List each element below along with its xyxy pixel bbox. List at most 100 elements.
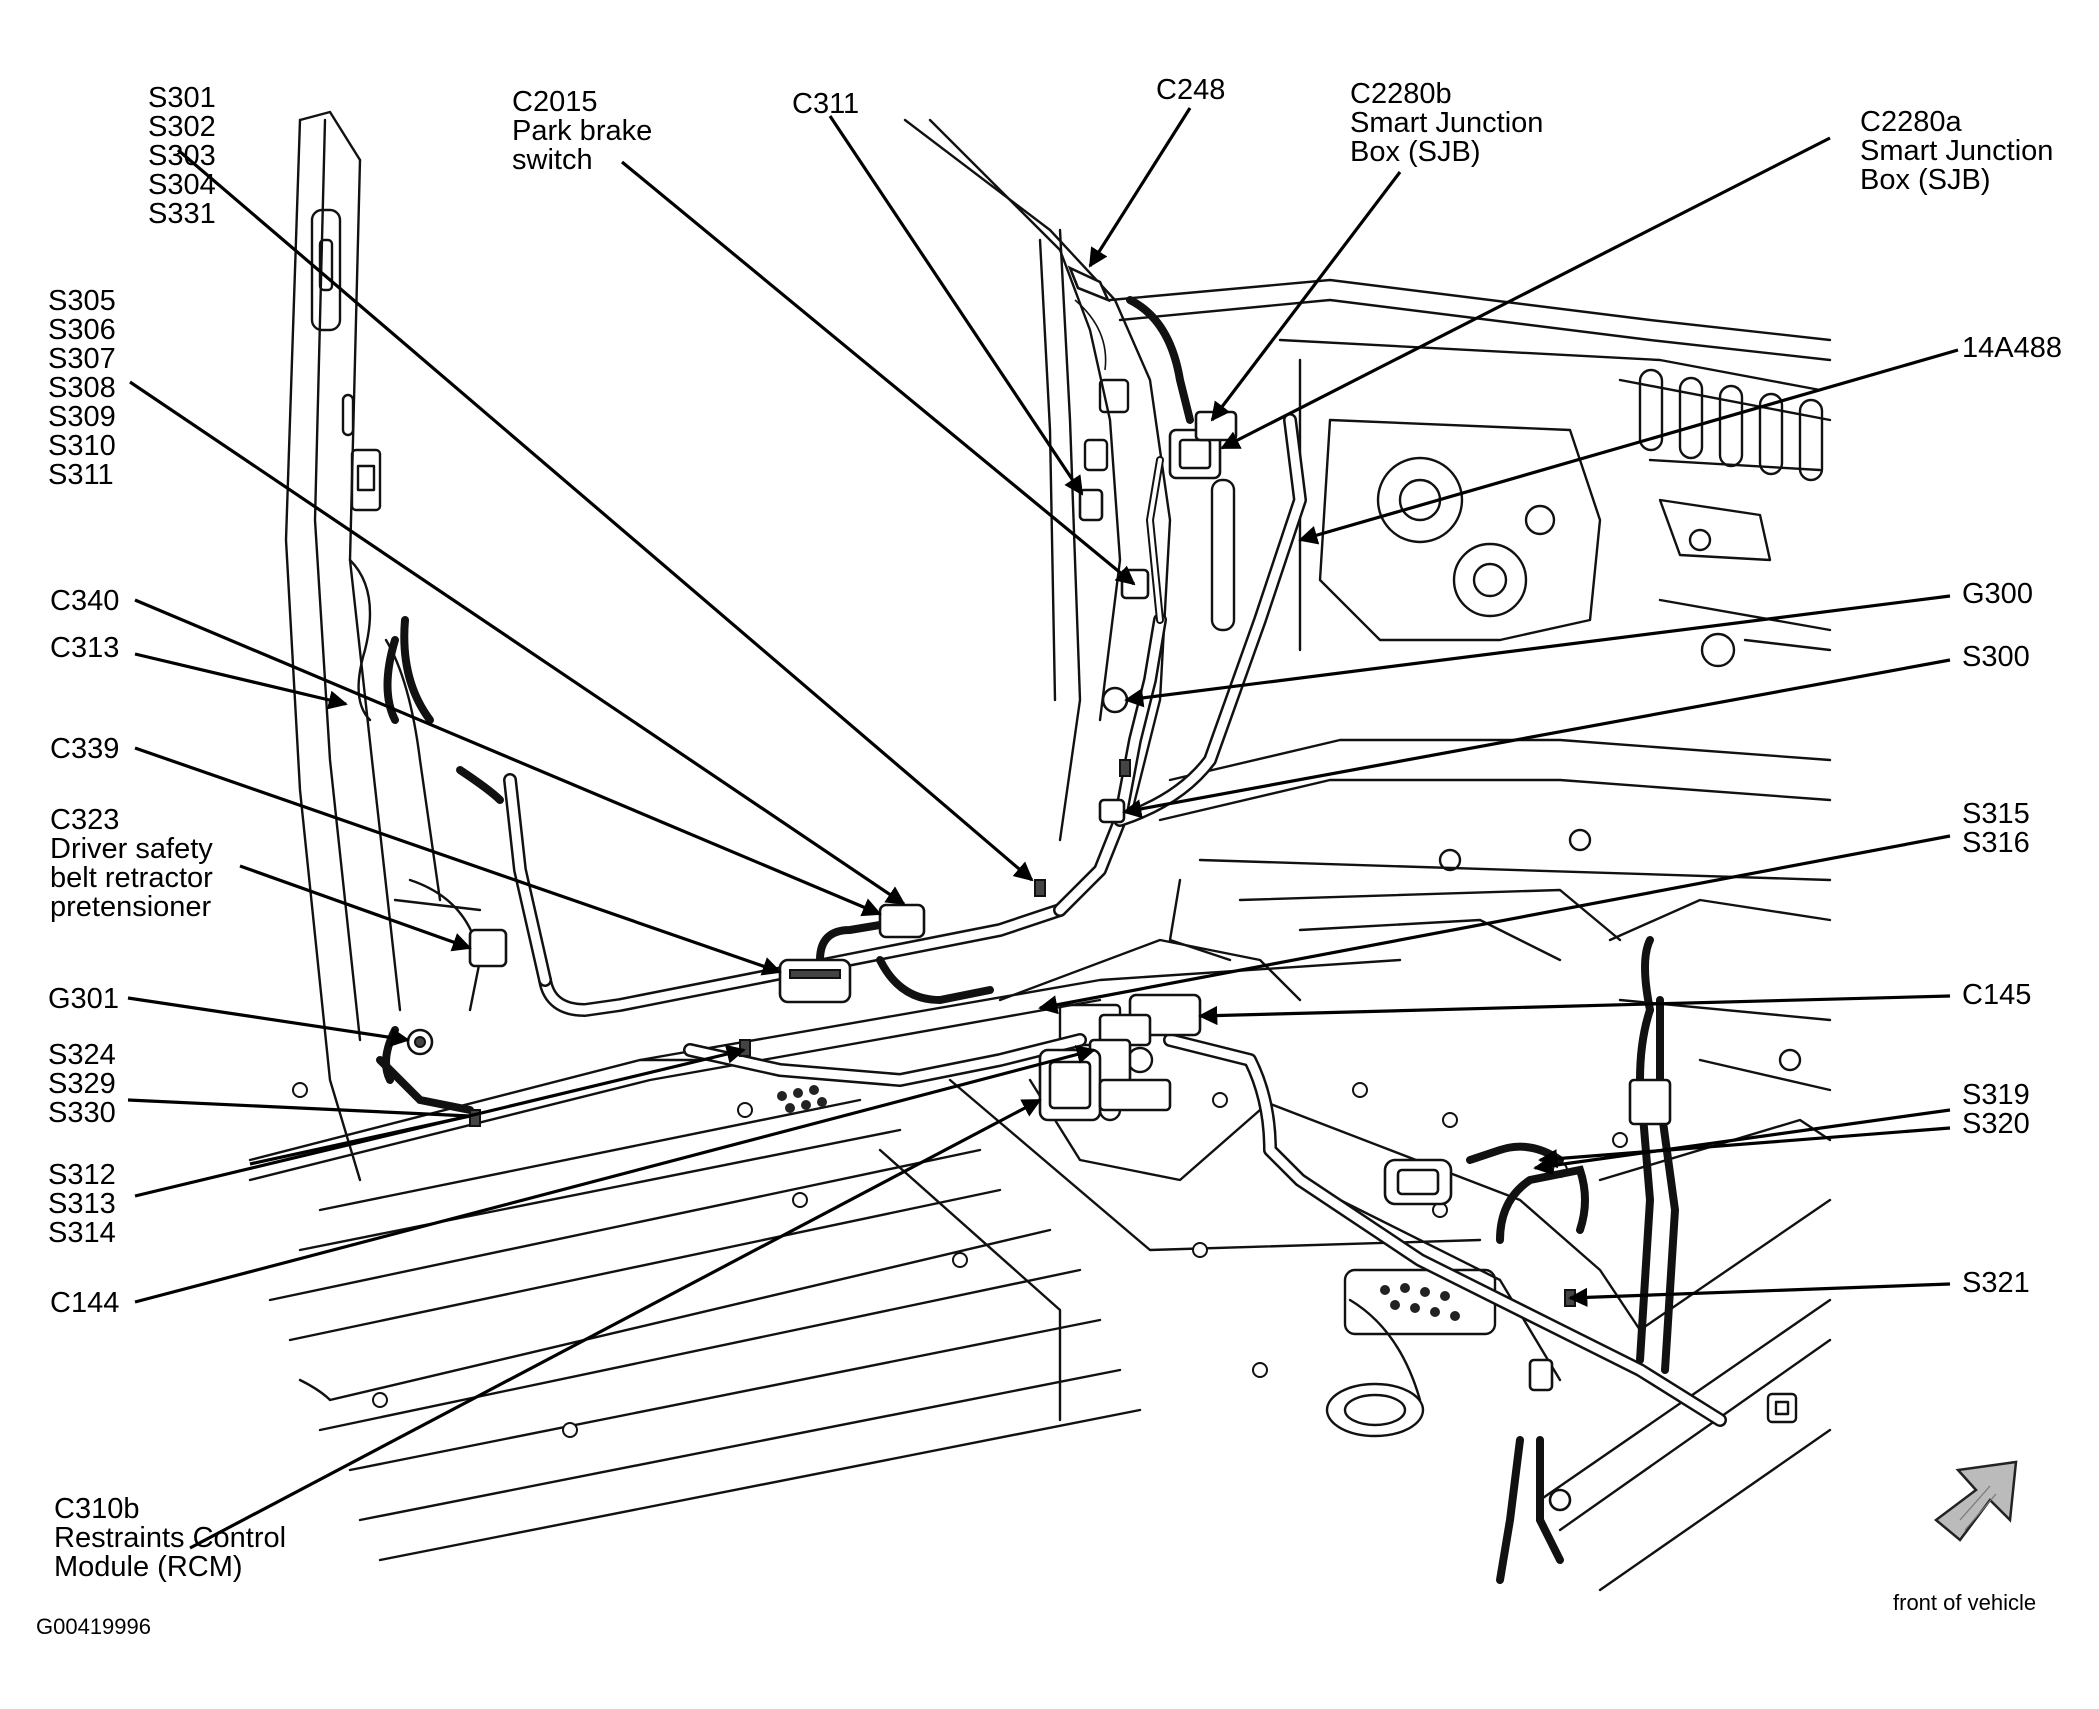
s301_group-line-2: S303	[148, 140, 216, 172]
c144-line-0: C144	[50, 1287, 119, 1319]
leader-s319	[1538, 1126, 1951, 1169]
s324_group-line-1: S329	[48, 1068, 116, 1100]
c323-line-1: Driver safety	[50, 833, 213, 865]
leader-c310b	[189, 1098, 1042, 1550]
label-14a488: 14A488	[1962, 332, 2062, 364]
s319_group-line-1: S320	[1962, 1108, 2030, 1140]
leader-c2015	[620, 160, 1136, 586]
c323-line-3: pretensioner	[50, 891, 212, 923]
c145-line-0: C145	[1962, 979, 2031, 1011]
c2015-connector	[1120, 568, 1150, 600]
label-c340: C340	[50, 585, 119, 617]
s300-line-0: S300	[1962, 641, 2030, 673]
leader-s319-b	[1533, 1108, 1951, 1176]
leader-c339	[134, 746, 782, 976]
vehicle-body-linework	[248, 110, 1832, 1592]
c2280b-line-0: C2280b	[1350, 78, 1452, 110]
s301_group-line-0: S301	[148, 82, 216, 114]
s301_group-line-4: S331	[148, 198, 216, 230]
leader-s301	[176, 148, 1034, 882]
c2280b-line-1: Smart Junction	[1350, 107, 1543, 139]
c2280a-line-1: Smart Junction	[1860, 135, 2053, 167]
leader-s321	[1568, 1282, 1951, 1307]
s305_group-line-6: S311	[48, 459, 114, 491]
leader-c313	[134, 652, 348, 710]
leader-s315	[1038, 834, 1951, 1015]
c311-connector	[1078, 488, 1104, 522]
s305_group-line-5: S310	[48, 430, 116, 462]
leader-c2280b	[1210, 171, 1402, 422]
s312_group-line-0: S312	[48, 1159, 116, 1191]
figure-id: G00419996	[36, 1614, 151, 1639]
leader-c144	[134, 1045, 1096, 1304]
c2015-line-1: Park brake	[512, 115, 652, 147]
c339-line-0: C339	[50, 733, 119, 765]
c339-connector	[778, 958, 852, 1004]
c2015-line-2: switch	[512, 144, 593, 176]
leader-s324	[127, 1098, 471, 1118]
s305_group-line-0: S305	[48, 285, 116, 317]
splice-marker	[1034, 879, 1046, 897]
c323-connector	[468, 928, 508, 968]
c313-line-0: C313	[50, 632, 119, 664]
s324_group-line-2: S330	[48, 1097, 116, 1129]
leader-s300	[1122, 658, 1951, 819]
front-of-vehicle-arrow	[1933, 1460, 2018, 1542]
c2280a-line-0: C2280a	[1860, 106, 1962, 138]
leader-s312	[134, 1044, 746, 1198]
s315_group-line-0: S315	[1962, 798, 2030, 830]
c323-line-2: belt retractor	[50, 862, 213, 894]
c323-line-0: C323	[50, 804, 119, 836]
s305_group-line-3: S308	[48, 372, 116, 404]
s315_group-line-1: S316	[1962, 827, 2030, 859]
c340-connector	[878, 903, 926, 939]
c2280b-line-2: Box (SJB)	[1350, 136, 1481, 168]
c310b-line-2: Module (RCM)	[54, 1551, 243, 1583]
orientation-label: front of vehicle	[1893, 1590, 2036, 1615]
leader-g300	[1124, 594, 1951, 708]
label-c313: C313	[50, 632, 119, 664]
leader-14a488	[1298, 348, 1959, 545]
g300-line-0: G300	[1962, 578, 2033, 610]
leader-c311	[828, 115, 1084, 496]
s321-line-0: S321	[1962, 1267, 2030, 1299]
leader-c2280a	[1220, 136, 1831, 450]
c310b-line-0: C310b	[54, 1493, 139, 1525]
callout-leaders	[127, 107, 1959, 1550]
label-s321: S321	[1962, 1267, 2030, 1299]
leader-c323	[239, 864, 472, 952]
label-c248: C248	[1156, 74, 1225, 106]
s312_group-line-1: S313	[48, 1188, 116, 1220]
label-g301: G301	[48, 983, 119, 1015]
c248-connector	[1067, 265, 1111, 303]
c248-line-0: C248	[1156, 74, 1225, 106]
c310b-line-1: Restraints Control	[54, 1522, 286, 1554]
label-c145: C145	[1962, 979, 2031, 1011]
s301_group-line-3: S304	[148, 169, 216, 201]
label-g300: G300	[1962, 578, 2033, 610]
connectors	[406, 265, 1672, 1512]
leader-c340	[134, 598, 882, 917]
s324_group-line-0: S324	[48, 1039, 116, 1071]
leader-c145	[1198, 994, 1951, 1026]
g301-line-0: G301	[48, 983, 119, 1015]
c340-line-0: C340	[50, 585, 119, 617]
n14a488-line-0: 14A488	[1962, 332, 2062, 364]
s319_group-line-0: S319	[1962, 1079, 2030, 1111]
c2015-line-0: C2015	[512, 86, 597, 118]
g300-ground	[1101, 686, 1129, 714]
label-c311: C311	[792, 88, 859, 120]
label-c144: C144	[50, 1287, 119, 1319]
leader-g301	[127, 996, 410, 1047]
